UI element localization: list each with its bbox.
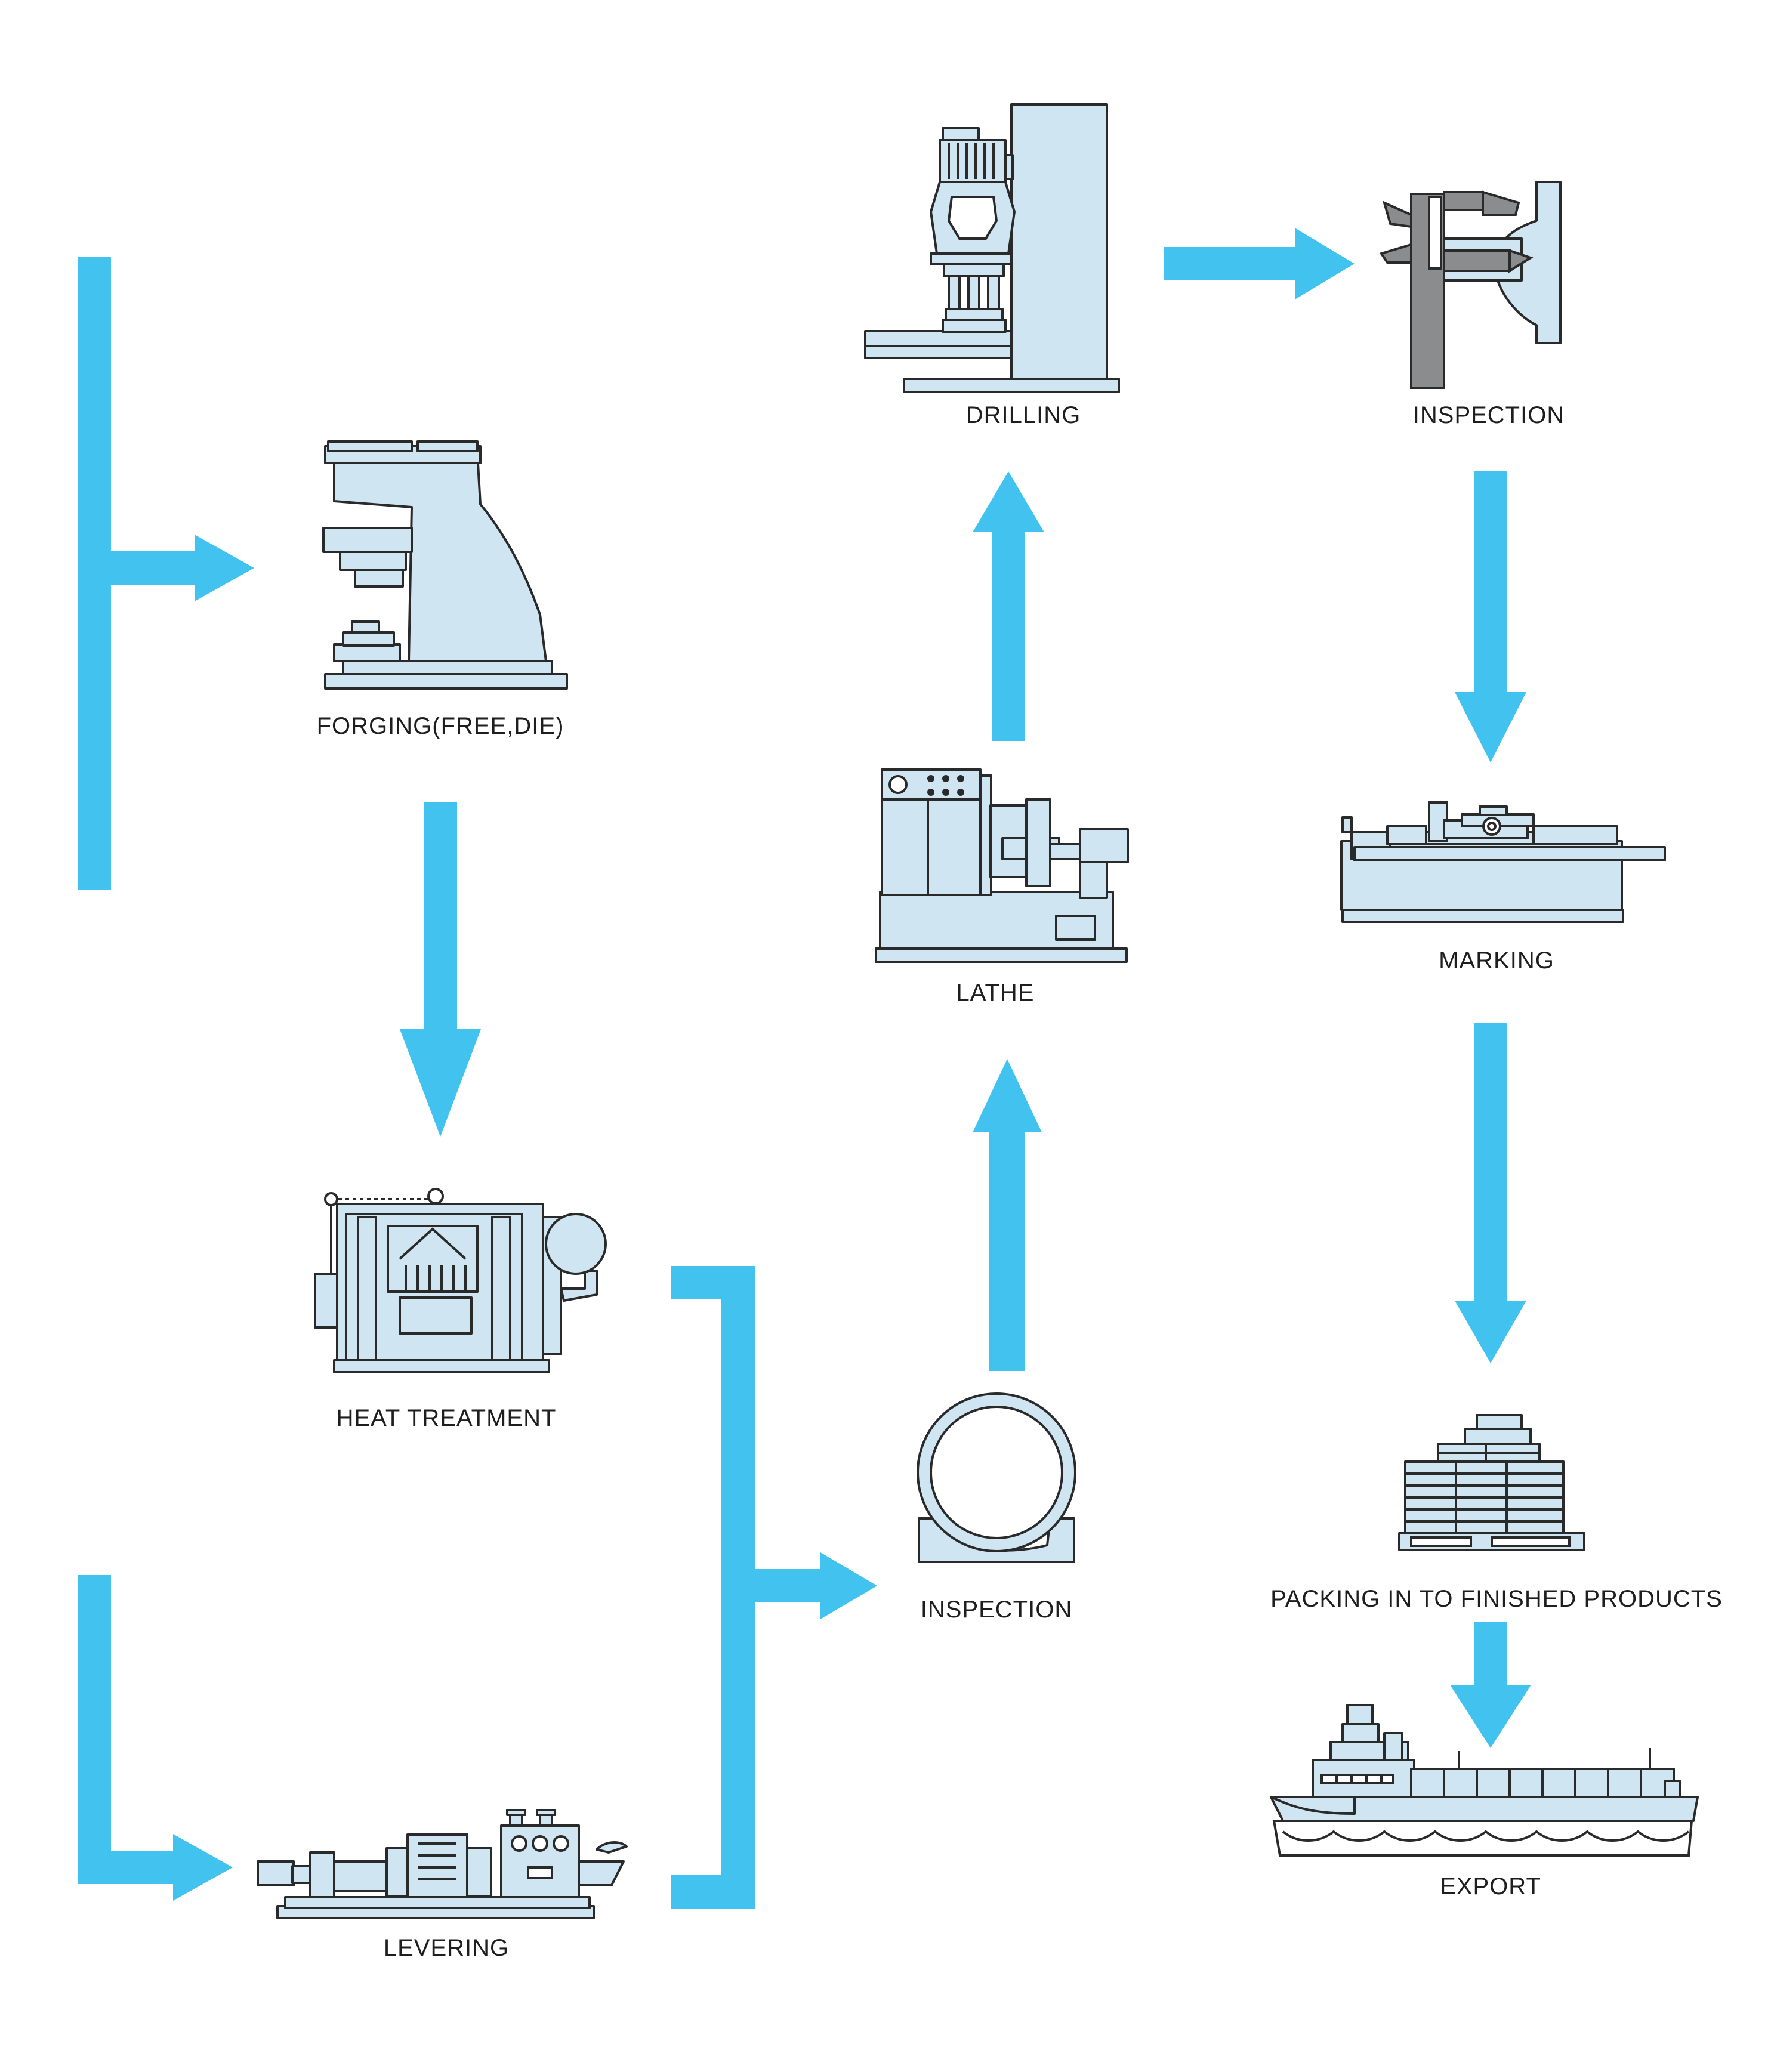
step-label-inspection-caliper: INSPECTION — [1412, 402, 1565, 428]
forging-hammer-icon — [322, 440, 568, 690]
heat-treatment-furnace-icon — [314, 1188, 607, 1373]
drilling-machine-icon — [864, 103, 1120, 393]
arrow-forging-to-heat-treatment — [400, 802, 481, 1137]
marking-machine-icon — [1340, 801, 1666, 923]
step-label-marking: MARKING — [1439, 947, 1554, 974]
packing-pallet-icon — [1398, 1414, 1585, 1551]
step-label-export: EXPORT — [1440, 1873, 1541, 1900]
step-label-lathe: LATHE — [956, 980, 1035, 1006]
arrow-drilling-to-inspection — [1164, 228, 1355, 299]
arrow-merge-to-inspection — [671, 1266, 877, 1909]
cargo-ship-icon — [1270, 1704, 1699, 1857]
arrow-input-to-levering — [78, 1575, 233, 1901]
step-label-inspection-ring: INSPECTION — [920, 1597, 1073, 1623]
arrow-inspection-to-marking — [1455, 471, 1526, 762]
arrow-inspection-to-lathe — [973, 1059, 1042, 1371]
arrow-packing-to-export — [1450, 1622, 1531, 1748]
step-label-levering: LEVERING — [383, 1935, 510, 1961]
step-label-packing: PACKING IN TO FINISHED PRODUCTS — [1270, 1586, 1723, 1612]
levering-machine-icon — [257, 1809, 628, 1919]
arrow-input-to-forging — [78, 257, 254, 890]
step-label-drilling: DRILLING — [965, 402, 1081, 428]
arrow-marking-to-packing — [1455, 1023, 1526, 1363]
arrow-lathe-to-drilling — [973, 471, 1044, 741]
caliper-inspection-icon — [1379, 181, 1562, 389]
inspection-ring-icon — [917, 1392, 1076, 1563]
lathe-machine-icon — [875, 768, 1129, 963]
step-label-heat-treatment: HEAT TREATMENT — [336, 1405, 557, 1431]
step-label-forging: FORGING(FREE,DIE) — [316, 713, 564, 739]
connector-arrows — [78, 228, 1531, 1909]
